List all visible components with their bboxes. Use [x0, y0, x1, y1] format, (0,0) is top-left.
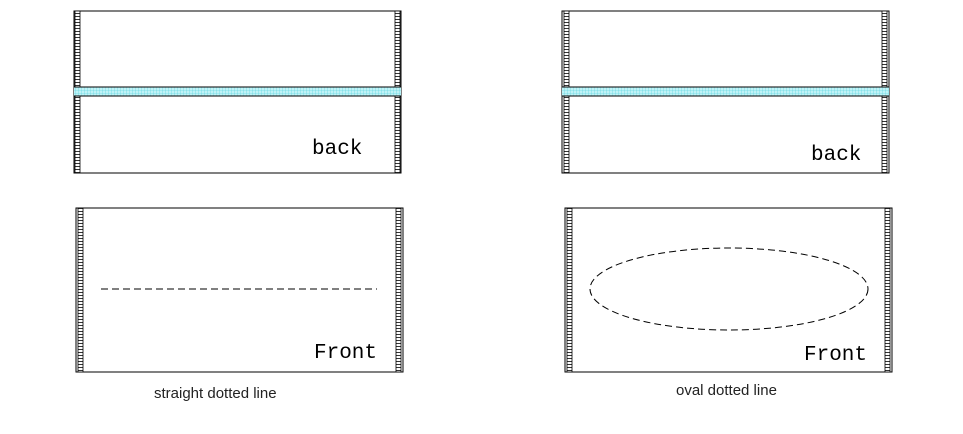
right-front-label: Front [804, 344, 867, 367]
left-front-side-strip-right [395, 207, 402, 373]
right-caption: oval dotted line [676, 382, 777, 399]
left-back-panel: back [73, 10, 402, 174]
left-front-panel: Front [75, 207, 404, 373]
left-caption: straight dotted line [154, 385, 277, 402]
right-back-panel: back [561, 10, 890, 174]
right-front-panel: Front [564, 207, 893, 373]
left-back-fold-strip [74, 86, 401, 97]
left-front-label: Front [314, 342, 377, 365]
left-back-label: back [312, 138, 362, 161]
oval-dotted-line [589, 247, 869, 331]
right-front-side-strip-right [884, 207, 891, 373]
right-back-label: back [811, 144, 861, 167]
right-front-side-strip-left [566, 207, 573, 373]
left-front-side-strip-left [77, 207, 84, 373]
right-back-fold-strip [562, 86, 889, 97]
